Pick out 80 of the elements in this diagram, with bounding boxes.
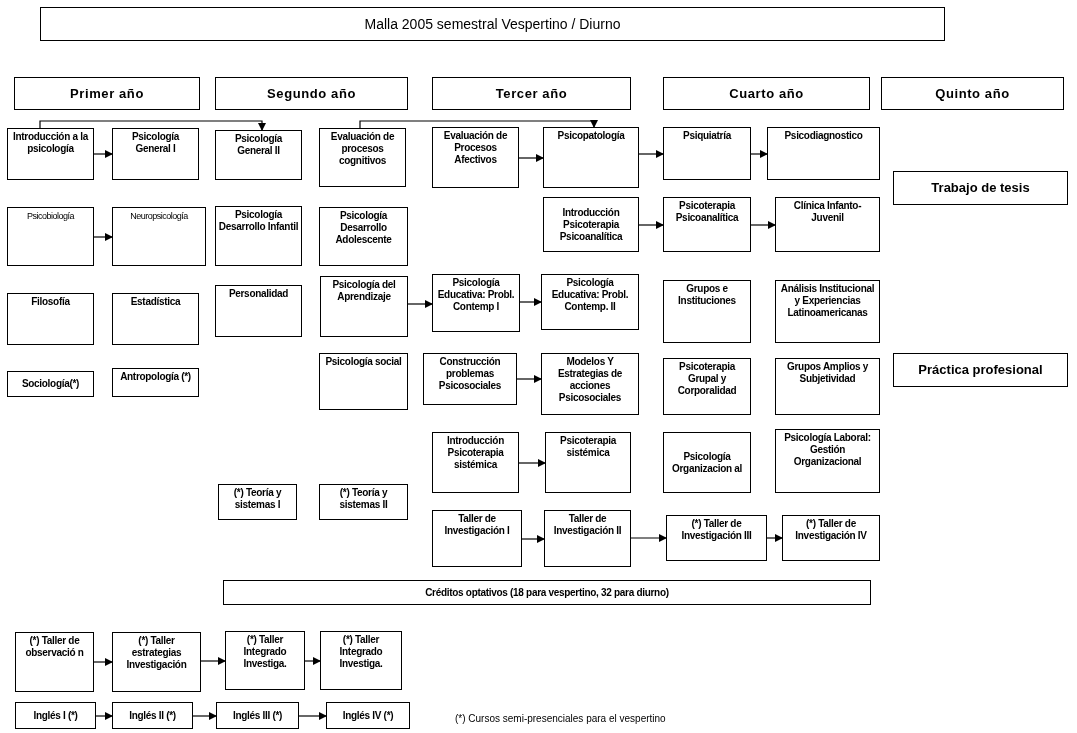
arrow: [200, 657, 226, 665]
arrow: [93, 150, 113, 158]
arrow: [518, 459, 546, 467]
course-box: Evaluación de procesos cognitivos: [319, 128, 406, 187]
arrow: [638, 221, 664, 229]
arrow: [93, 658, 113, 666]
arrow: [638, 150, 664, 158]
title-box: Malla 2005 semestral Vespertino / Diurno: [40, 7, 945, 41]
year-header: Tercer año: [432, 77, 631, 110]
arrow: [192, 712, 217, 720]
arrow: [359, 120, 598, 129]
course-box: Psicología Educativa: Probl. Contemp I: [432, 274, 520, 332]
course-box: (*) Teoría y sistemas I: [218, 484, 297, 520]
course-box: Psicología social: [319, 353, 408, 410]
footnote: (*) Cursos semi-presenciales para el vespertino: [455, 713, 666, 724]
year-header: Quinto año: [881, 77, 1064, 110]
course-box: (*) Taller estrategias Investigación: [112, 632, 201, 692]
course-box: Psicoterapia Psicoanalítica: [663, 197, 751, 252]
course-box: Inglés I (*): [15, 702, 96, 729]
course-box: (*) Taller de Investigación III: [666, 515, 767, 561]
section-box: Trabajo de tesis: [893, 171, 1068, 205]
course-box: Sociología(*): [7, 371, 94, 397]
course-box: Taller de Investigación I: [432, 510, 522, 567]
course-box: Clínica Infanto-Juvenil: [775, 197, 880, 252]
arrow: [518, 154, 544, 162]
course-box: Evaluación de Procesos Afectivos: [432, 127, 519, 188]
course-box: (*) Taller de Investigación IV: [782, 515, 880, 561]
course-box: (*) Taller Integrado Investiga.: [320, 631, 402, 690]
course-box: Psicología Educativa: Probl. Contemp. II: [541, 274, 639, 330]
course-box: Antropología (*): [112, 368, 199, 397]
arrow: [95, 712, 113, 720]
course-box: Grupos e Instituciones: [663, 280, 751, 343]
course-box: (*) Taller de observació n: [15, 632, 94, 692]
course-box: Psicología Laboral: Gestión Organizacional: [775, 429, 880, 493]
arrow: [766, 534, 783, 542]
course-box: Taller de Investigación II: [544, 510, 631, 567]
arrow: [750, 221, 776, 229]
course-box: Psiquiatría: [663, 127, 751, 180]
course-box: Estadística: [112, 293, 199, 345]
course-box: Modelos Y Estrategias de acciones Psicosociales: [541, 353, 639, 415]
course-box: Inglés IV (*): [326, 702, 410, 729]
course-box: Inglés II (*): [112, 702, 193, 729]
arrow: [516, 375, 542, 383]
course-box: Psicología del Aprendizaje: [320, 276, 408, 337]
course-box: Filosofía: [7, 293, 94, 345]
course-box: Psicodiagnostico: [767, 127, 880, 180]
credits-bar: Créditos optativos (18 para vespertino, 32 para diurno): [223, 580, 871, 605]
course-box: Grupos Amplios y Subjetividad: [775, 358, 880, 415]
course-box: Psicoterapia sistémica: [545, 432, 631, 493]
arrow: [519, 298, 542, 306]
course-box: Neuropsicología: [112, 207, 206, 266]
course-box: Introducción a la psicología: [7, 128, 94, 180]
course-box: Psicología General II: [215, 130, 302, 180]
course-box: Psicología Desarrollo Adolescente: [319, 207, 408, 266]
course-box: Psicoterapia Grupal y Corporalidad: [663, 358, 751, 415]
arrow: [630, 534, 667, 542]
course-box: Análisis Institucional y Experiencias Latinoamericanas: [775, 280, 880, 343]
arrow: [750, 150, 768, 158]
course-box: Psicología Desarrollo Infantil: [215, 206, 302, 266]
course-box: Construcción problemas Psicosociales: [423, 353, 517, 405]
course-box: Psicobiología: [7, 207, 94, 266]
section-box: Práctica profesional: [893, 353, 1068, 387]
arrow: [521, 535, 545, 543]
course-box: Inglés III (*): [216, 702, 299, 729]
arrow: [93, 233, 113, 241]
course-box: Psicología General I: [112, 128, 199, 180]
course-box: Personalidad: [215, 285, 302, 337]
year-header: Cuarto año: [663, 77, 870, 110]
arrow: [304, 657, 321, 665]
course-box: Introducción Psicoterapia Psicoanalítica: [543, 197, 639, 252]
year-header: Segundo año: [215, 77, 408, 110]
arrow: [39, 120, 266, 131]
course-box: Psicología Organizacion al: [663, 432, 751, 493]
course-box: Introducción Psicoterapia sistémica: [432, 432, 519, 493]
course-box: (*) Teoría y sistemas II: [319, 484, 408, 520]
arrow: [407, 300, 433, 308]
arrow: [298, 712, 327, 720]
year-header: Primer año: [14, 77, 200, 110]
course-box: Psicopatología: [543, 127, 639, 188]
course-box: (*) Taller Integrado Investiga.: [225, 631, 305, 690]
